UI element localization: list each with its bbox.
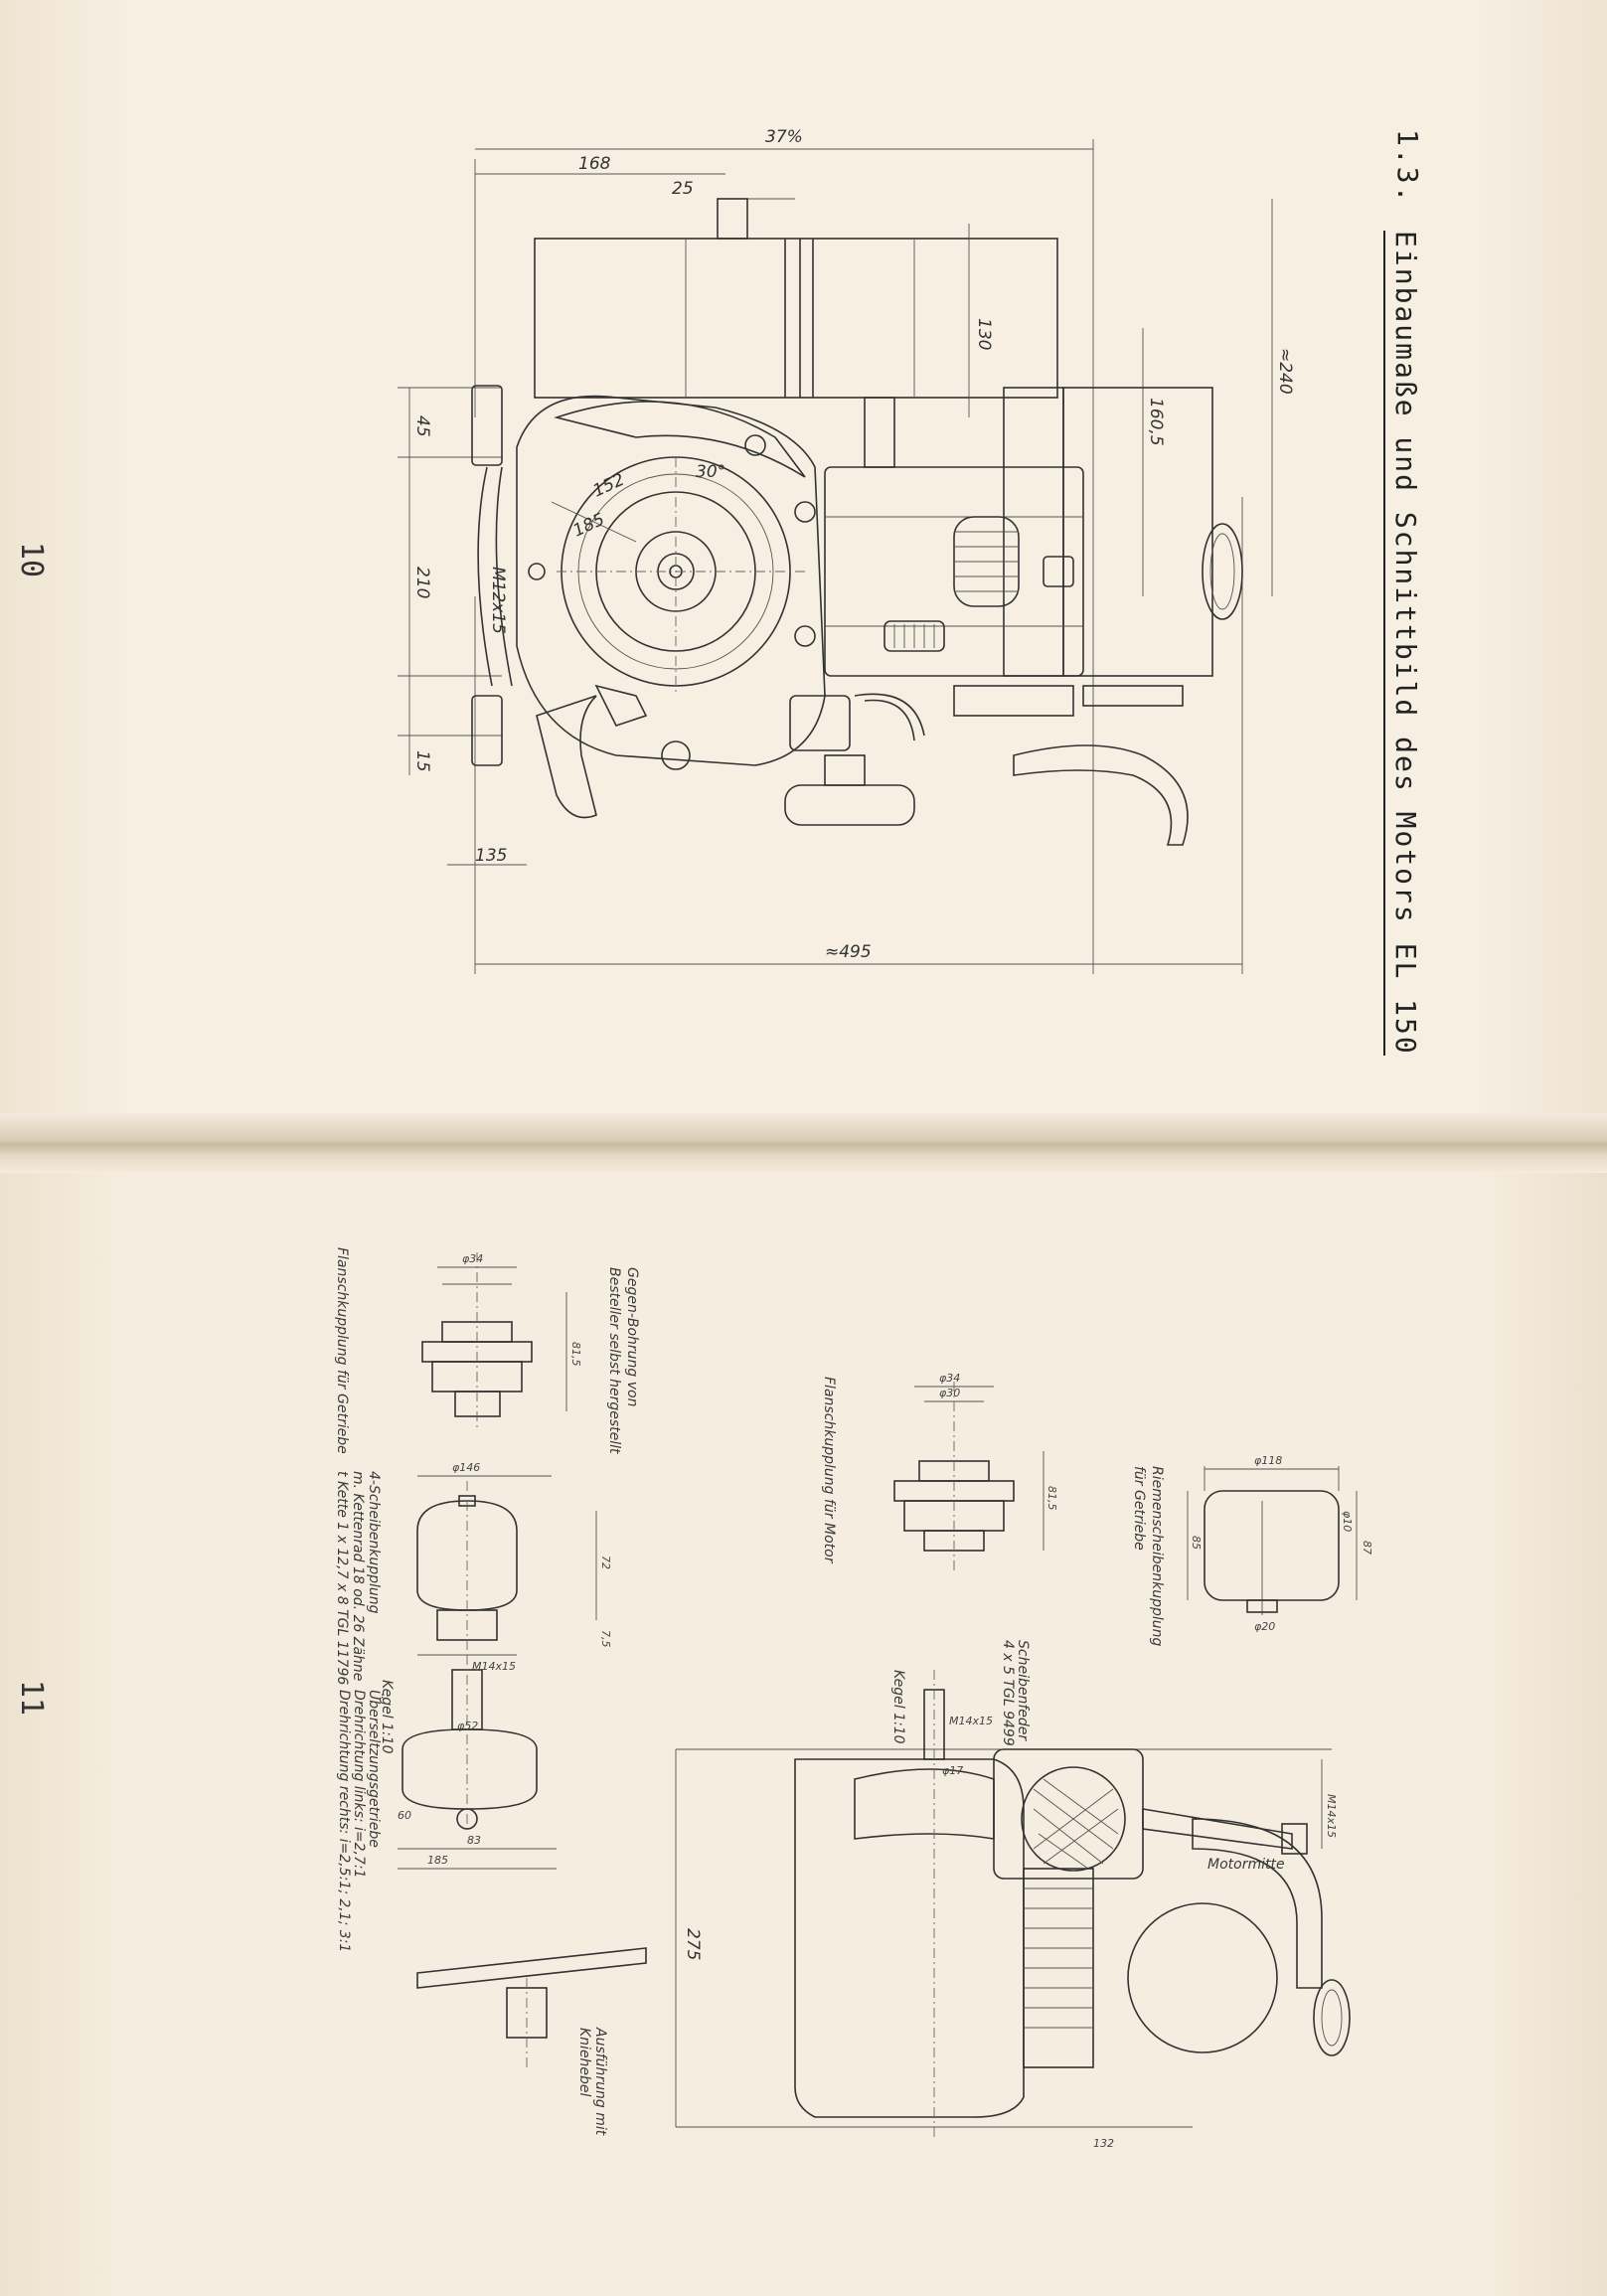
caption-bored-2: Besteller selbst hergestellt <box>606 1267 622 1454</box>
engine-dimension-drawing: 37% 168 25 130 ≈240 160,5 45 210 15 135 … <box>398 127 1295 974</box>
caption-scheibenfeder-1: Scheibenfeder <box>1015 1640 1031 1741</box>
section-number: 1.3. <box>1391 129 1424 205</box>
caption-kickstart-2: Kniehebel <box>576 2028 592 2097</box>
caption-overdrive-1: Überseltzungsgetriebe <box>366 1690 384 1848</box>
dim-60: 83 <box>467 1834 481 1847</box>
dim-495: ≈495 <box>825 942 872 962</box>
dim-phi-34: φ34 <box>939 1372 960 1385</box>
dim-85: 85 <box>1190 1536 1203 1550</box>
dim-phi-20-belt: φ20 <box>1254 1620 1275 1633</box>
dim-81-5: 81,5 <box>1045 1486 1058 1511</box>
caption-kegel-2: Kegel 1:10 <box>890 1670 906 1744</box>
caption-overdrive-3: Drehrichtung rechts: i=2,5:1; 2,1; 3:1 <box>336 1690 352 1952</box>
dim-phi-30: φ30 <box>939 1387 960 1399</box>
book-gutter <box>0 1113 1607 1173</box>
dim-275: 275 <box>683 1928 703 1960</box>
caption-four-disc-1: 4-Scheibenkupplung <box>366 1471 382 1614</box>
dim-height-240: ≈240 <box>1275 348 1295 395</box>
page-number-bottom: 11 <box>14 1680 49 1717</box>
dim-210: 210 <box>412 567 432 598</box>
dim-83: M14x15 <box>1325 1794 1338 1838</box>
dim-135: 135 <box>475 846 507 866</box>
dim-angle-30: 30° <box>696 462 725 482</box>
dim-7-5: 7,5 <box>599 1630 612 1648</box>
caption-belt-2: für Getriebe <box>1131 1466 1147 1551</box>
dim-m14x15-main: M14x15 <box>949 1715 993 1727</box>
dim-87: 87 <box>1361 1541 1373 1555</box>
dim-m12x15: M12x15 <box>488 567 508 634</box>
dim-m14x15-a: M14x15 <box>472 1660 516 1673</box>
dim-phi-44: φ34 <box>462 1252 483 1265</box>
caption-four-disc-2: m. Kettenrad 18 od. 26 Zähne <box>350 1471 366 1681</box>
caption-flange-motor: Flanschkupplung für Motor <box>821 1377 837 1564</box>
dim-160-5: 160,5 <box>1146 398 1166 446</box>
caption-belt-1: Riemenscheibenkupplung <box>1149 1466 1165 1646</box>
caption-bored-1: Gegen-Bohrung von <box>624 1267 640 1407</box>
dim-132-main: 132 <box>1093 2137 1114 2150</box>
caption-motormitte: Motormitte <box>1207 1857 1285 1873</box>
dim-phi-118: φ118 <box>1254 1454 1282 1467</box>
caption-scheibenfeder-2: 4 x 5 TGL 9499 <box>1000 1640 1016 1746</box>
dim-15: 15 <box>412 750 432 772</box>
dim-25: 25 <box>672 179 694 199</box>
caption-flange-gear: Flanschkupplung für Getriebe <box>334 1247 350 1454</box>
dim-overall-length: 37% <box>765 127 803 147</box>
caption-overdrive-2: Drehrichtung links: i=2,7:1 <box>351 1690 367 1879</box>
dim-phi-130: 130 <box>974 318 994 350</box>
dim-132: 185 <box>427 1854 448 1867</box>
caption-four-disc-3: t Kette 1 x 12,7 x 8 TGL 11796 <box>334 1471 350 1685</box>
page-11 <box>0 1143 1607 2296</box>
dim-185-gear: 60 <box>398 1809 411 1822</box>
dim-phi-10: φ10 <box>1341 1511 1354 1532</box>
caption-kickstart-1: Ausführung mit <box>592 2027 608 2136</box>
section-title: Einbaumaße und Schnittbild des Motors EL… <box>1383 231 1422 1056</box>
caption-kegel-1: Kegel 1:10 <box>379 1680 395 1754</box>
dim-phi-52: φ52 <box>457 1720 478 1732</box>
dim-72: 72 <box>599 1556 612 1569</box>
dim-phi-146: φ146 <box>452 1461 480 1474</box>
page-number-top: 10 <box>14 542 49 578</box>
dim-phi-17: φ17 <box>942 1764 963 1777</box>
dim-45: 45 <box>412 415 432 437</box>
dim-168: 168 <box>578 154 611 174</box>
dim-81-5-b: 81,5 <box>569 1342 582 1367</box>
